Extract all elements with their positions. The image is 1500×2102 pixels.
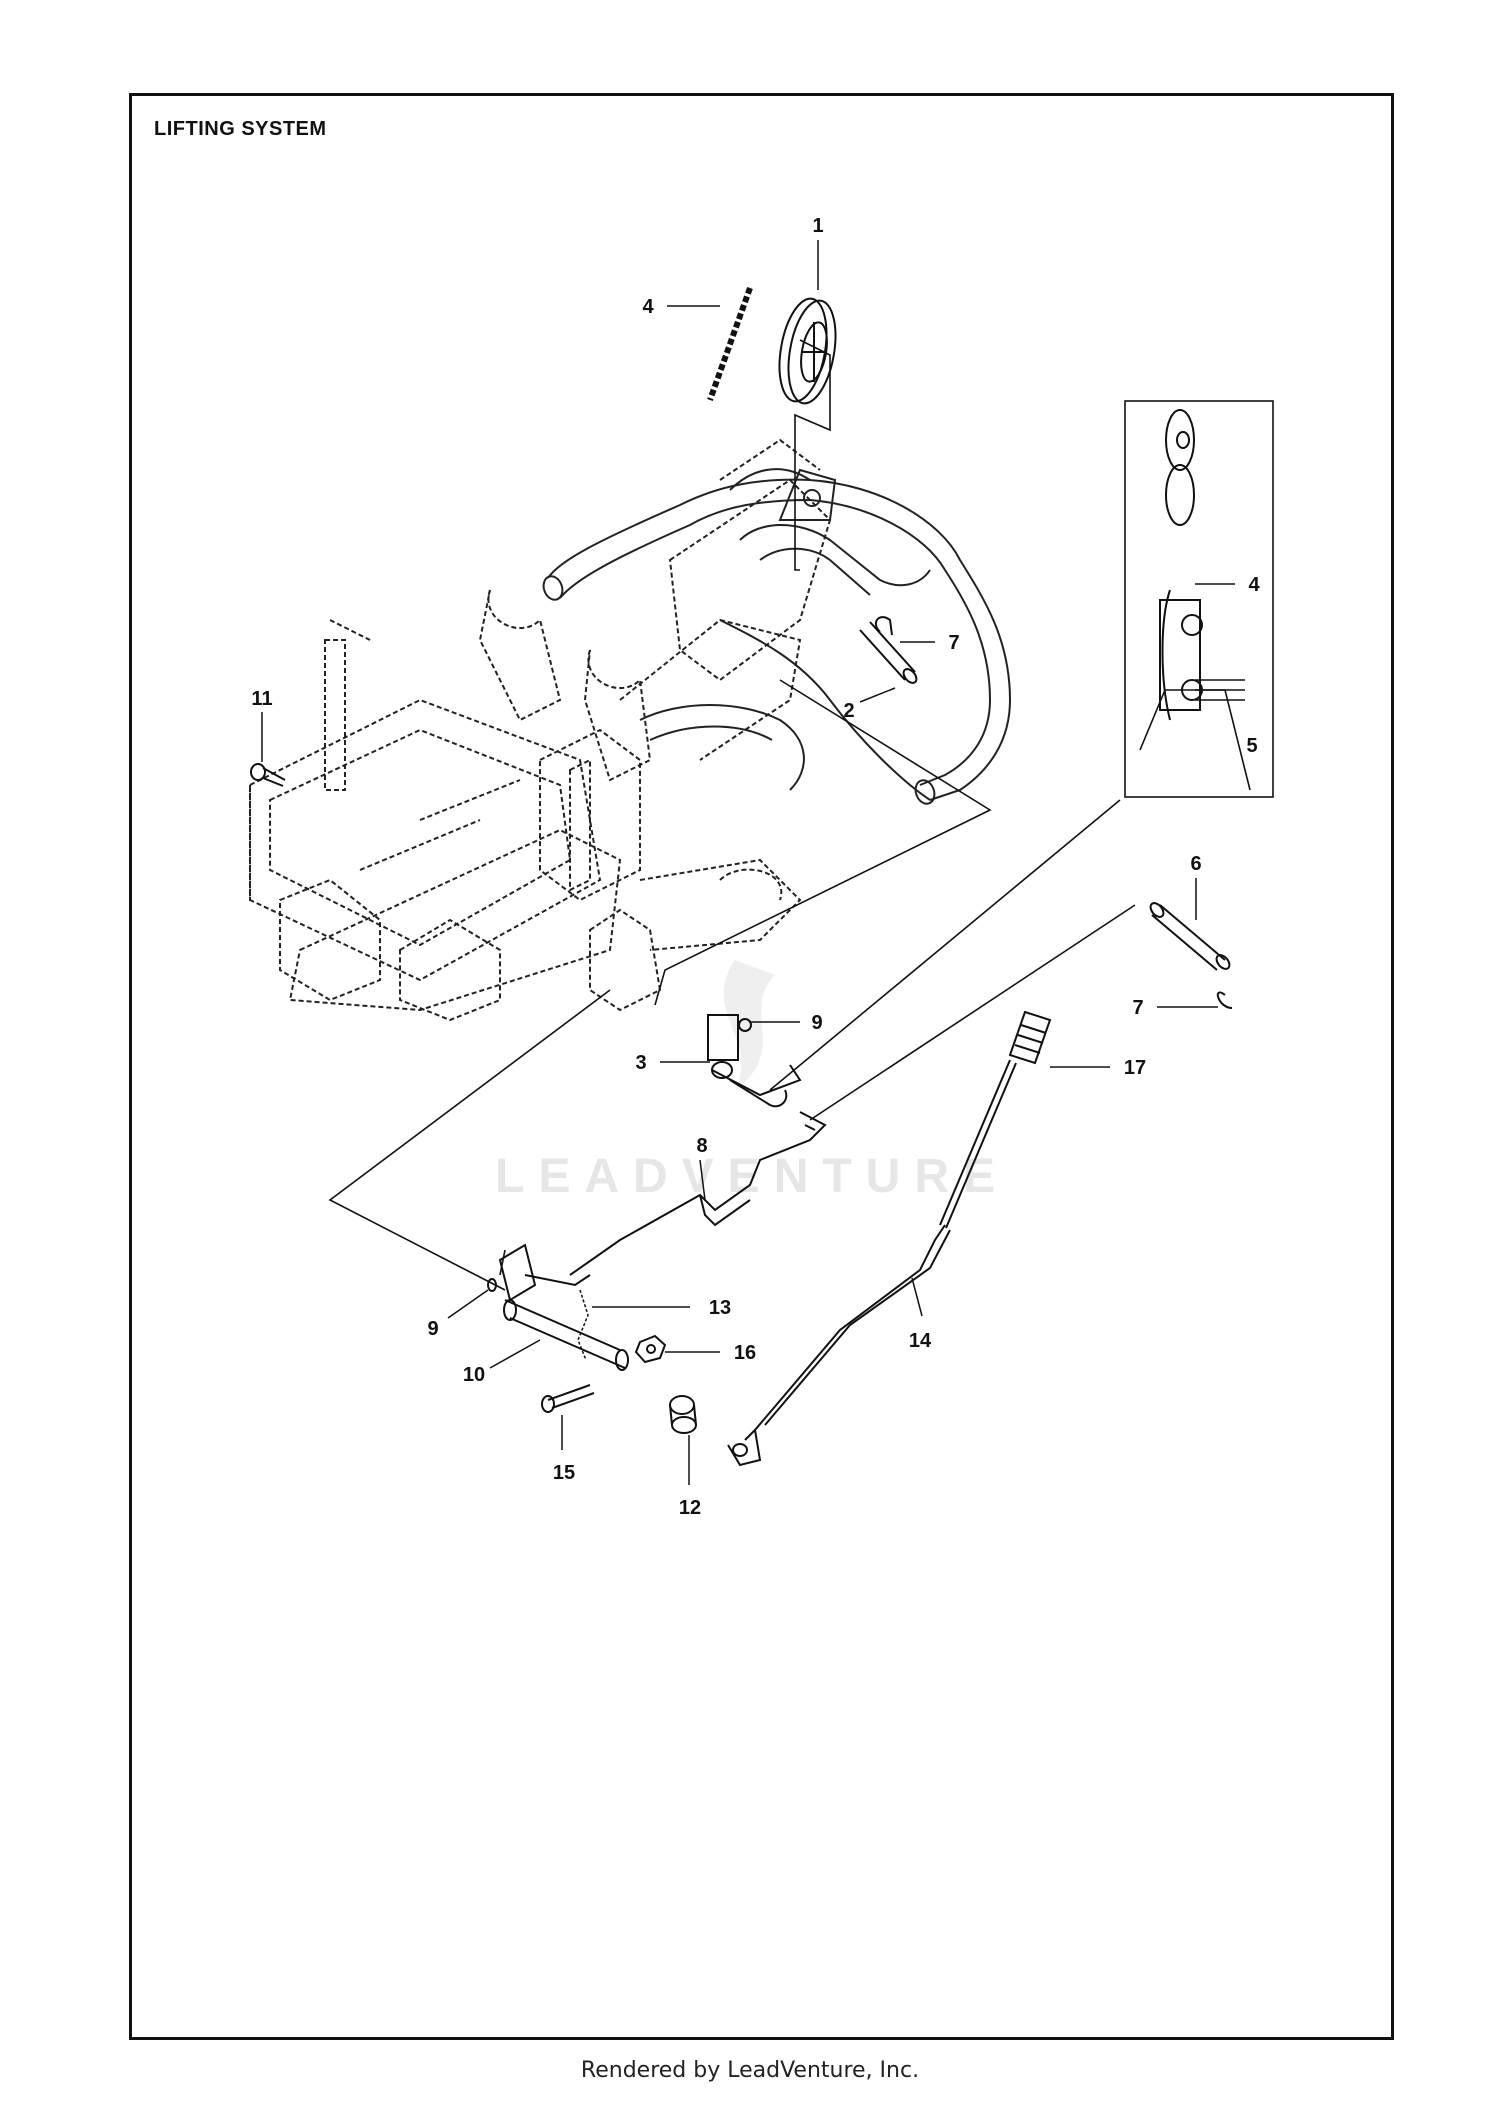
lever-knob — [1008, 1010, 1052, 1065]
callout-17: 17 — [1050, 1057, 1146, 1079]
svg-text:12: 12 — [679, 1497, 701, 1519]
svg-text:13: 13 — [709, 1297, 731, 1319]
callout-8: 8 — [696, 1135, 708, 1201]
svg-text:2: 2 — [843, 700, 854, 722]
callout-15: 15 — [553, 1415, 575, 1484]
svg-text:11: 11 — [251, 688, 272, 710]
pin — [859, 621, 918, 684]
clip — [874, 616, 1233, 1009]
pedal-shaft — [487, 1243, 629, 1371]
callout-1: 1 — [812, 215, 824, 290]
chain-detail — [1159, 409, 1203, 721]
callout-9-upper: 9 — [750, 1012, 823, 1034]
svg-text:8: 8 — [696, 1135, 707, 1157]
callout-2: 2 — [843, 687, 896, 722]
link-rod — [569, 1111, 827, 1276]
svg-text:4: 4 — [642, 296, 654, 318]
handle-tube — [542, 468, 1012, 805]
bolt — [541, 1384, 595, 1413]
callout-6: 6 — [1190, 853, 1202, 920]
callout-10: 10 — [463, 1339, 541, 1386]
callout-4-chain: 4 — [642, 296, 720, 318]
svg-text:7: 7 — [1132, 997, 1143, 1019]
callout-7-upper: 7 — [900, 632, 960, 654]
svg-text:6: 6 — [1190, 853, 1201, 875]
svg-text:1: 1 — [812, 215, 823, 237]
callout-16: 16 — [665, 1342, 756, 1364]
bushing — [669, 1395, 697, 1434]
chain — [707, 286, 753, 402]
watermark-logo — [723, 960, 775, 1090]
diagram-title: LIFTING SYSTEM — [154, 118, 327, 140]
rod — [1149, 902, 1231, 971]
svg-text:7: 7 — [948, 632, 959, 654]
callout-13: 13 — [592, 1297, 731, 1319]
guide-lines — [328, 339, 1274, 1291]
svg-text:3: 3 — [635, 1052, 646, 1074]
pulley — [778, 297, 837, 405]
callout-14: 14 — [909, 1277, 932, 1352]
callout-5: 5 — [1246, 735, 1257, 757]
lift-arm — [707, 1014, 802, 1108]
callout-4-detail: 4 — [1195, 574, 1260, 596]
watermark: LEADVENTURE — [495, 1150, 1009, 1203]
svg-text:10: 10 — [463, 1364, 485, 1386]
callout-11: 11 — [251, 688, 273, 762]
callout-3: 3 — [635, 1052, 710, 1074]
callout-9-lower: 9 — [427, 1289, 489, 1340]
lift-lever — [727, 1059, 1017, 1467]
svg-text:9: 9 — [427, 1318, 438, 1340]
svg-text:5: 5 — [1246, 735, 1257, 757]
svg-text:15: 15 — [553, 1462, 575, 1484]
svg-text:4: 4 — [1248, 574, 1260, 596]
callout-7-lower: 7 — [1132, 997, 1218, 1019]
svg-text:16: 16 — [734, 1342, 756, 1364]
footer-credit: Rendered by LeadVenture, Inc. — [580, 2058, 920, 2083]
svg-text:17: 17 — [1124, 1057, 1146, 1079]
nut — [634, 1334, 667, 1364]
svg-text:9: 9 — [811, 1012, 822, 1034]
screw — [250, 763, 286, 787]
callout-12: 12 — [679, 1435, 701, 1519]
svg-text:14: 14 — [909, 1330, 932, 1352]
callouts: 1 2 3 4 4 5 6 7 7 — [251, 215, 1260, 1519]
diagram-frame: LIFTING SYSTEM — [129, 93, 1394, 2040]
